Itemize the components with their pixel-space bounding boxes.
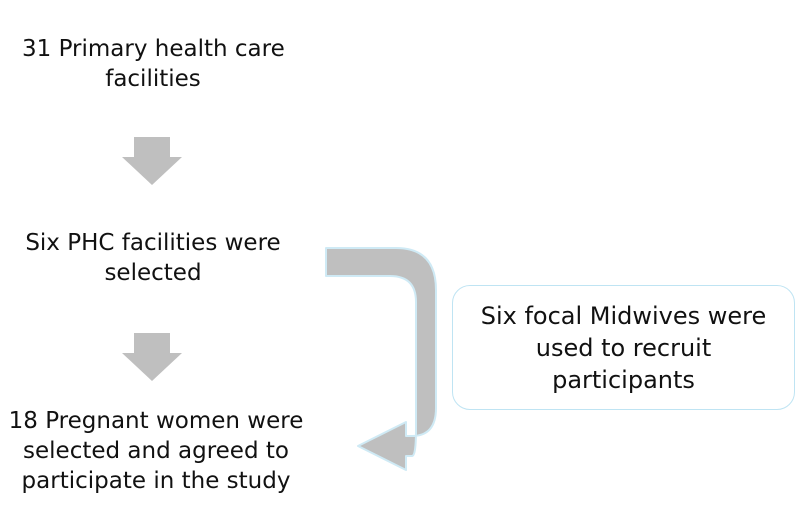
note-line-2: used to recruit [535, 333, 712, 362]
down-arrow-1-icon [122, 137, 182, 185]
down-arrow-2-icon [122, 333, 182, 381]
midwives-note-box: Six focal Midwives were used to recruit … [452, 285, 795, 410]
step-2-selected-facilities: Six PHC facilities were selected [22, 228, 284, 288]
step-2-line-2: selected [104, 260, 202, 286]
step-3-line-3: participate in the study [21, 468, 291, 494]
step-1-facilities: 31 Primary health care facilities [22, 34, 285, 94]
note-line-3: participants [552, 365, 695, 394]
step-3-participants: 18 Pregnant women were selected and agre… [6, 406, 306, 496]
step-3-line-2: selected and agreed to [23, 438, 289, 464]
step-1-line-2: facilities [105, 66, 201, 92]
step-3-line-1: 18 Pregnant women were [8, 408, 304, 434]
step-1-line-1: 31 Primary health care [22, 36, 285, 62]
step-2-line-1: Six PHC facilities were [25, 230, 281, 256]
note-line-1: Six focal Midwives were [480, 301, 767, 330]
curved-bent-arrow-icon [325, 247, 437, 471]
